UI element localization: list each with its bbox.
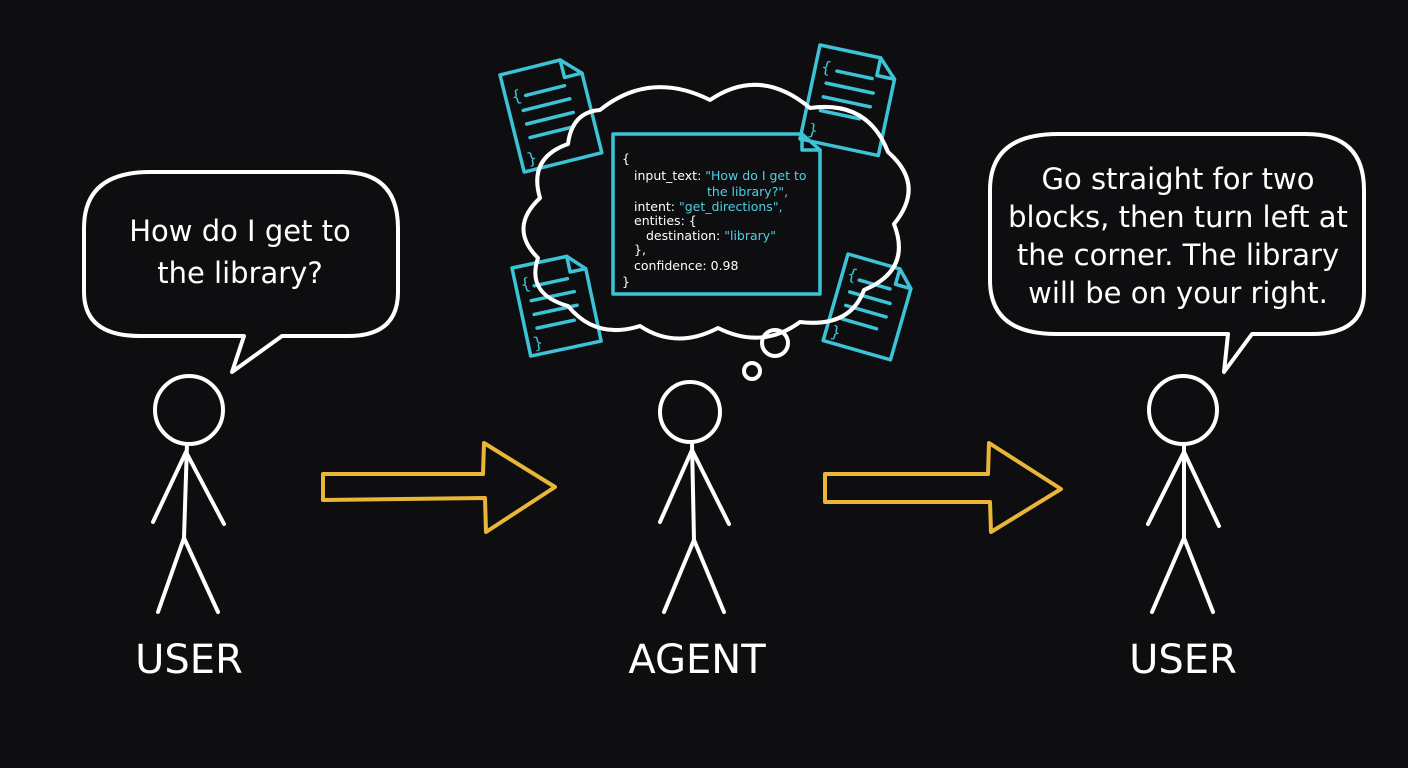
svg-text:}: } xyxy=(806,120,819,141)
svg-text:{: { xyxy=(509,86,523,107)
left-stick-figure xyxy=(151,374,226,614)
json-document-icon: { } xyxy=(510,254,603,358)
left-speech-line-2: the library? xyxy=(157,256,323,290)
left-user-label: USER xyxy=(135,637,243,683)
thought-dot-small xyxy=(742,361,762,381)
right-speech-line-3: the corner. The library xyxy=(1017,238,1339,272)
right-stick-figure xyxy=(1146,374,1221,614)
left-user-body xyxy=(182,442,189,540)
right-user-group: Go straight for two blocks, then turn le… xyxy=(988,132,1366,683)
thought-dot-large xyxy=(760,328,790,358)
svg-text:}: } xyxy=(531,332,544,353)
json-document-icon: { } xyxy=(821,252,913,362)
left-user-legs xyxy=(156,536,220,614)
json-document-icon: { } xyxy=(798,43,897,158)
arrow-right-icon xyxy=(321,441,557,534)
agent-label: AGENT xyxy=(628,637,766,683)
left-user-group: How do I get to the library? USER xyxy=(82,170,400,683)
arrow-right-icon xyxy=(823,441,1063,534)
left-speech-line-1: How do I get to xyxy=(129,214,351,248)
right-speech-line-4: will be on your right. xyxy=(1028,276,1328,310)
agent-legs xyxy=(662,538,726,614)
left-speech-bubble xyxy=(82,170,400,374)
left-user-head xyxy=(153,374,225,446)
agent-stick-figure xyxy=(658,380,731,614)
left-user-arms xyxy=(151,450,226,526)
code-intent-line: intent: "get_directions", xyxy=(634,199,783,214)
agent-head xyxy=(658,380,722,444)
code-confidence-line: confidence: 0.98 xyxy=(634,258,738,273)
thought-cloud xyxy=(521,82,911,341)
code-close-entities: }, xyxy=(634,242,646,257)
agent-body xyxy=(690,440,696,542)
right-speech-line-2: blocks, then turn left at xyxy=(1008,200,1348,234)
right-speech-line-1: Go straight for two xyxy=(1042,162,1315,196)
code-close-brace: } xyxy=(622,274,630,289)
code-entities-line: entities: { xyxy=(634,213,697,228)
json-code-document: { input_text: "How do I get to the libra… xyxy=(611,132,822,296)
agent-arms xyxy=(658,448,731,526)
agent-group: { } { } { } { } xyxy=(498,43,913,683)
code-input-continuation: the library?", xyxy=(707,184,788,199)
svg-text:}: } xyxy=(829,322,844,343)
svg-text:{: { xyxy=(845,264,860,285)
right-user-head xyxy=(1147,374,1219,446)
svg-text:{: { xyxy=(820,57,833,78)
code-input-line: input_text: "How do I get to xyxy=(634,168,807,183)
code-destination-line: destination: "library" xyxy=(646,228,776,243)
right-speech-bubble xyxy=(988,132,1366,374)
right-user-label: USER xyxy=(1129,637,1237,683)
code-open-brace: { xyxy=(622,151,630,166)
svg-text:}: } xyxy=(525,148,539,169)
svg-text:{: { xyxy=(519,274,532,295)
right-user-legs xyxy=(1150,536,1215,614)
right-user-arms xyxy=(1146,450,1221,528)
